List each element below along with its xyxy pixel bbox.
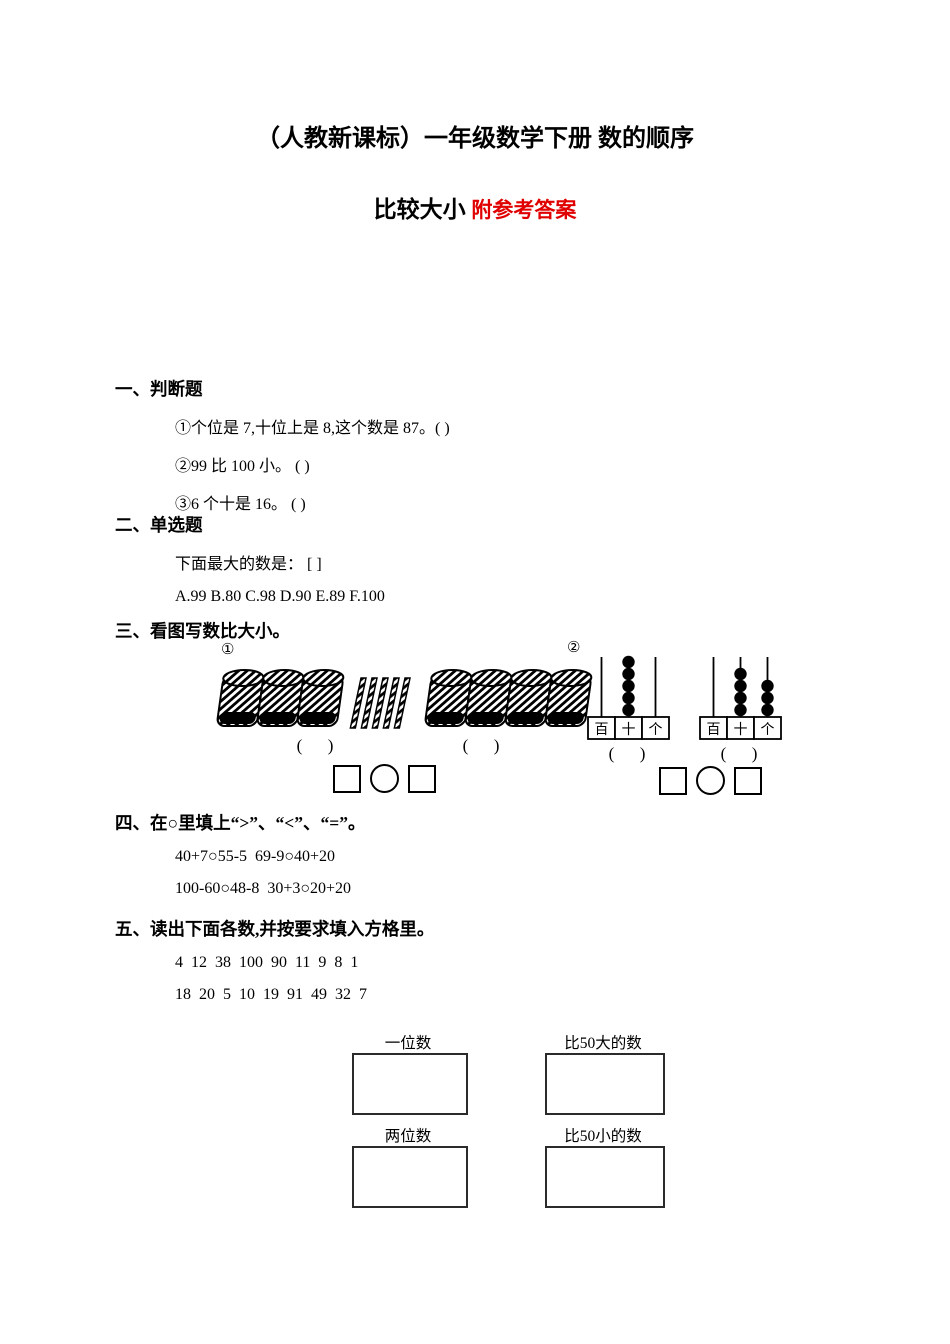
section-sort-numbers: 五、读出下面各数,并按要求填入方格里。 4 12 38 100 90 11 9 …	[115, 916, 434, 1004]
subtitle-main: 比较大小	[373, 197, 466, 222]
section-5-heading: 五、读出下面各数,并按要求填入方格里。	[115, 919, 435, 939]
abacus-left-icon: 百十个	[585, 654, 671, 749]
figure-1-label: ①	[221, 642, 235, 658]
fill-box-label-less-than-50: 比50小的数	[564, 1128, 642, 1145]
section-fill-comparison: 四、在○里填上“>”、“<”、“=”。 40+7○55-5 69-9○40+20…	[115, 810, 366, 898]
abacus-right-icon: 百十个	[697, 654, 783, 749]
answer-paren-right: ( )	[720, 744, 758, 763]
compare-placeholder	[333, 764, 436, 793]
section-1-heading: 一、判断题	[115, 379, 203, 399]
fill-box-two-digit	[352, 1146, 468, 1208]
section-2-heading: 二、单选题	[115, 515, 203, 535]
answer-paren-right: ( )	[462, 736, 500, 755]
fill-box-greater-than-50	[545, 1053, 665, 1115]
figures-row: ① ( ) ( ) ② 百十个 百十个 ( ) ( )	[0, 638, 950, 810]
comparison-line-1: 40+7○55-5 69-9○40+20	[175, 848, 336, 865]
compare-placeholder	[659, 766, 762, 795]
numbers-line-1: 4 12 38 100 90 11 9 8 1	[175, 954, 359, 971]
choice-prompt: 下面最大的数是： [ ]	[175, 556, 322, 573]
judgment-item-2: ②99 比 100 小。 ( )	[175, 458, 310, 475]
sticks-group-left-icon	[215, 662, 414, 745]
numbers-line-2: 18 20 5 10 19 91 49 32 7	[175, 986, 367, 1003]
svg-text:百: 百	[595, 722, 609, 738]
answer-paren-left: ( )	[296, 736, 334, 755]
svg-text:十: 十	[734, 722, 748, 738]
judgment-item-1: ①个位是 7,十位上是 8,这个数是 87。( )	[175, 420, 450, 437]
svg-text:个: 个	[761, 722, 775, 738]
figure-2-label: ②	[567, 640, 581, 656]
section-compare-pictures: 三、看图写数比大小。	[115, 618, 290, 643]
page-subtitle: 比较大小 附参考答案	[0, 190, 950, 224]
section-4-heading: 四、在○里填上“>”、“<”、“=”。	[115, 813, 366, 833]
section-3-heading: 三、看图写数比大小。	[115, 621, 290, 641]
fill-box-label-one-digit: 一位数	[384, 1035, 432, 1052]
fill-box-less-than-50	[545, 1146, 665, 1208]
choice-options: A.99 B.80 C.98 D.90 E.89 F.100	[175, 588, 385, 605]
answer-paren-left: ( )	[608, 744, 646, 763]
square-placeholder-icon	[408, 764, 436, 793]
figure-sticks: ① ( ) ( )	[215, 638, 593, 810]
svg-text:百: 百	[707, 722, 721, 738]
judgment-item-3: ③6 个十是 16。 ( )	[175, 496, 306, 513]
svg-text:个: 个	[649, 722, 663, 738]
section-single-choice: 二、单选题 下面最大的数是： [ ] A.99 B.80 C.98 D.90 E…	[115, 512, 385, 606]
fill-box-label-greater-than-50: 比50大的数	[564, 1035, 642, 1052]
sticks-group-right-icon	[423, 662, 599, 745]
subtitle-answer-note: 附参考答案	[471, 198, 577, 222]
circle-placeholder-icon	[696, 766, 725, 795]
square-placeholder-icon	[734, 766, 762, 795]
section-judgment: 一、判断题 ①个位是 7,十位上是 8,这个数是 87。( ) ②99 比 10…	[115, 376, 450, 514]
fill-box-one-digit	[352, 1053, 468, 1115]
figure-abacus: ② 百十个 百十个 ( ) ( )	[565, 638, 900, 810]
svg-text:十: 十	[622, 722, 636, 738]
square-placeholder-icon	[333, 764, 361, 793]
circle-placeholder-icon	[370, 764, 399, 793]
page-title: （人教新课标）一年级数学下册 数的顺序	[256, 126, 694, 152]
fill-box-label-two-digit: 两位数	[384, 1128, 432, 1145]
comparison-line-2: 100-60○48-8 30+3○20+20	[175, 880, 352, 897]
square-placeholder-icon	[659, 766, 687, 795]
